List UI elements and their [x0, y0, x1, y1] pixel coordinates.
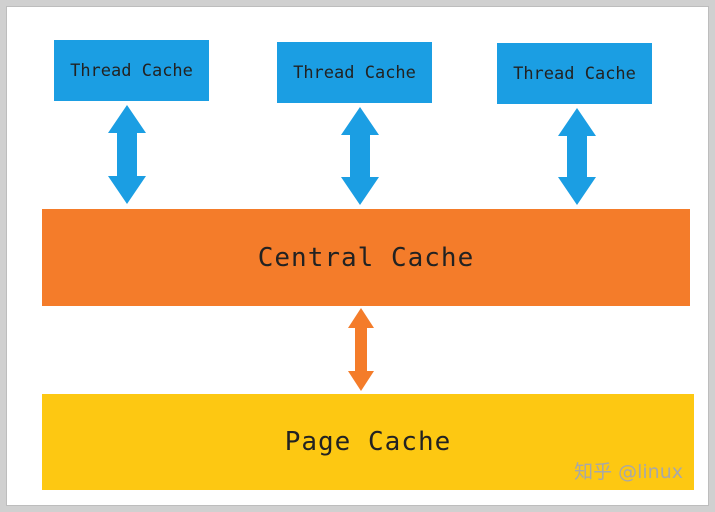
page-cache-box: Page Cache [42, 394, 694, 490]
double-arrow-icon [558, 108, 596, 205]
watermark-text: 知乎 @linux [574, 461, 683, 483]
page-cache-label: Page Cache [284, 427, 452, 457]
thread-cache-box-1: Thread Cache [54, 40, 209, 101]
double-arrow-icon [348, 308, 374, 391]
thread-cache-box-2: Thread Cache [277, 42, 432, 103]
thread-cache-label: Thread Cache [293, 62, 416, 83]
thread-cache-box-3: Thread Cache [497, 43, 652, 104]
thread-cache-label: Thread Cache [513, 63, 636, 84]
thread-cache-label: Thread Cache [70, 60, 193, 81]
double-arrow-icon [341, 107, 379, 205]
central-cache-label: Central Cache [257, 242, 475, 273]
double-arrow-icon [108, 105, 146, 204]
central-cache-box: Central Cache [42, 209, 690, 306]
